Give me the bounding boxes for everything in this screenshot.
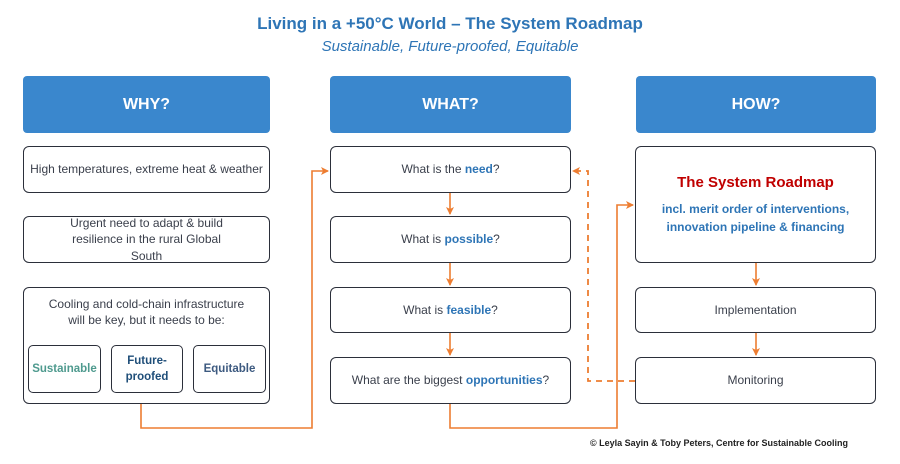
why-item-heat-text: High temperatures, extreme heat & weathe… [30, 162, 263, 177]
roadmap-title: The System Roadmap [677, 174, 834, 192]
question-mark: ? [542, 373, 550, 388]
what-question-possible: What is possible? [330, 216, 571, 263]
why-item-adapt-text: Urgent need to adapt & build resilience … [70, 216, 223, 263]
what-question-need: What is the need? [330, 146, 571, 193]
question-text: What are the biggest [351, 373, 466, 388]
question-mark: ? [493, 232, 500, 247]
why-item-heat: High temperatures, extreme heat & weathe… [23, 146, 270, 193]
quality-sustainable: Sustainable [28, 345, 101, 393]
what-header: WHAT? [330, 76, 571, 133]
why-header: WHY? [23, 76, 270, 133]
roadmap-description: incl. merit order of interventions, inno… [661, 201, 850, 234]
question-mark: ? [491, 302, 498, 317]
question-keyword: opportunities [465, 373, 543, 388]
what-question-opportunities: What are the biggest opportunities? [330, 357, 571, 404]
connector-feedback-dashed [572, 167, 635, 382]
why-item-adapt: Urgent need to adapt & build resilience … [23, 216, 270, 263]
question-keyword: need [464, 162, 493, 177]
question-text: What is [401, 232, 445, 247]
copyright-credit: © Leyla Sayin & Toby Peters, Centre for … [590, 438, 849, 448]
connector-why-to-what [140, 167, 329, 429]
page-title: Living in a +50°C World – The System Roa… [257, 14, 643, 33]
page-subtitle: Sustainable, Future-proofed, Equitable [321, 38, 579, 55]
how-step-monitoring: Monitoring [635, 357, 876, 404]
question-keyword: possible [444, 232, 494, 247]
how-roadmap: The System Roadmap incl. merit order of … [635, 146, 876, 263]
question-text: What is the [401, 162, 465, 177]
why-item-cooling-text: Cooling and cold-chain infrastructure wi… [48, 297, 245, 328]
question-mark: ? [492, 162, 500, 177]
step-label: Implementation [714, 302, 797, 317]
step-label: Monitoring [727, 373, 784, 388]
how-header: HOW? [636, 76, 876, 133]
question-keyword: feasible [446, 302, 492, 317]
question-text: What is [403, 302, 447, 317]
quality-future-proofed: Future-proofed [111, 345, 183, 393]
how-step-implementation: Implementation [635, 287, 876, 333]
what-question-feasible: What is feasible? [330, 287, 571, 333]
connector-what-to-how [449, 201, 634, 429]
quality-equitable: Equitable [193, 345, 266, 393]
